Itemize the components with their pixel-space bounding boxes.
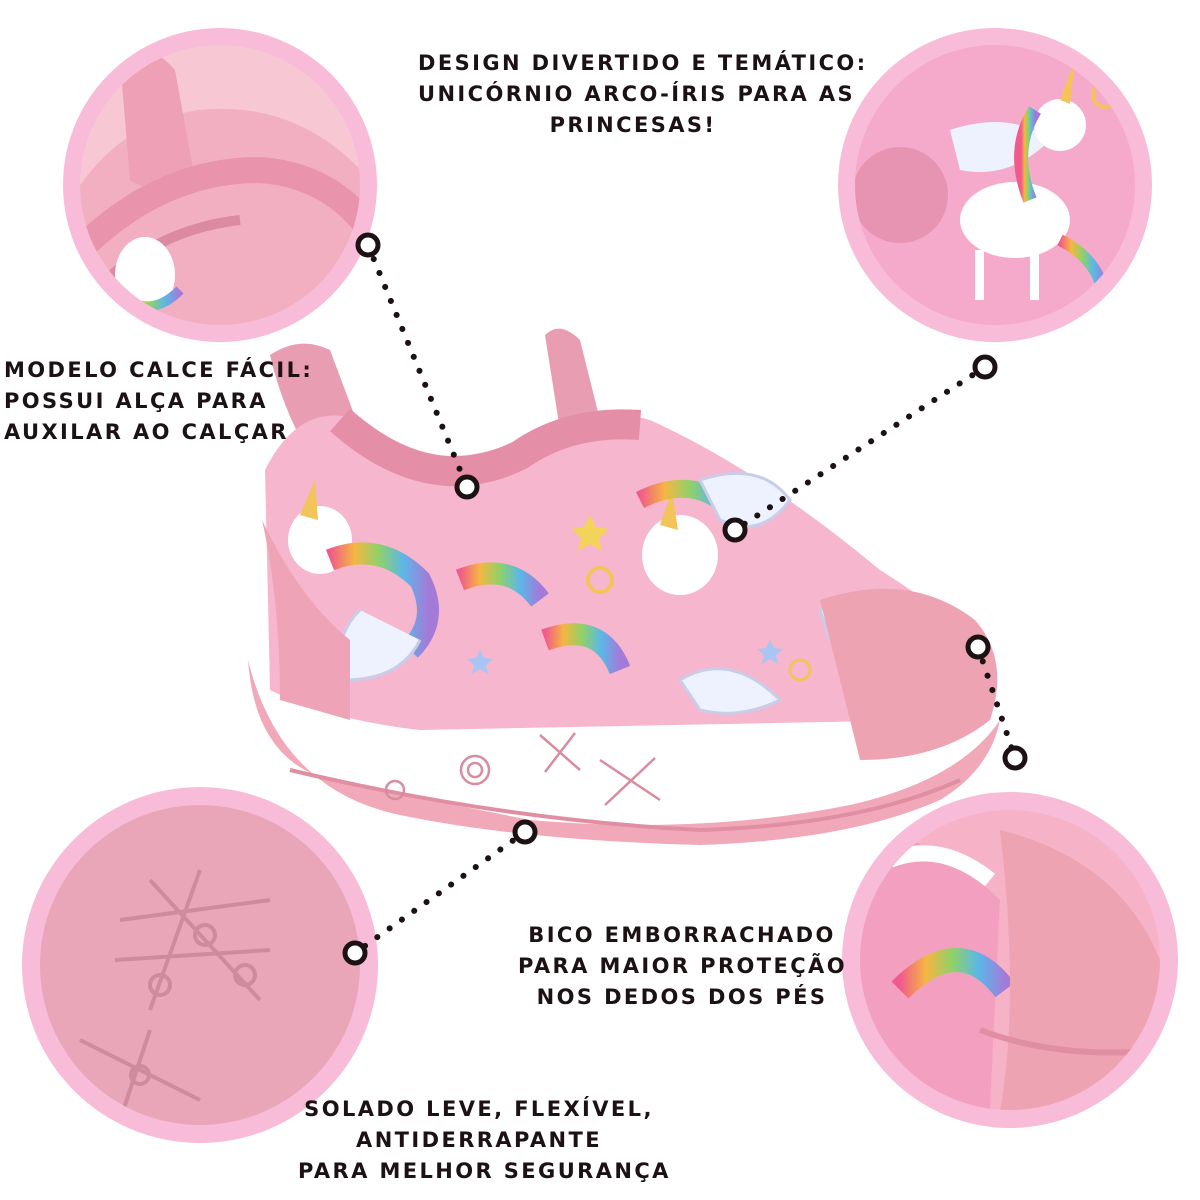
caption-sole-line: SOLADO LEVE, FLEXÍVEL, <box>304 1097 654 1121</box>
zoom-heel-strap-circle <box>63 28 377 342</box>
main-shoe-illustration <box>248 328 1000 845</box>
caption-easy-fit-line: POSSUI ALÇA PARA <box>4 389 268 413</box>
caption-rubber-toe-line: BICO EMBORRACHADO <box>528 923 836 947</box>
caption-rubber-toe-line: NOS DEDOS DOS PÉS <box>536 985 828 1009</box>
zoom-unicorn-print-circle <box>838 28 1152 342</box>
caption-sole-line: PARA MELHOR SEGURANÇA <box>298 1159 671 1183</box>
callout-line-print <box>732 364 988 533</box>
callout-markers <box>342 232 1028 966</box>
caption-easy-fit: MODELO CALCE FÁCIL: POSSUI ALÇA PARA AUX… <box>4 355 313 448</box>
callout-marker-print-shoe <box>722 517 748 543</box>
zoom-sole-circle <box>22 787 378 1143</box>
caption-easy-fit-line: MODELO CALCE FÁCIL: <box>4 358 314 382</box>
caption-rubber-toe: BICO EMBORRACHADO PARA MAIOR PROTEÇÃO NO… <box>518 920 846 1013</box>
callout-marker-sole-shoe <box>512 819 538 845</box>
caption-sole-line: ANTIDERRAPANTE <box>356 1128 602 1152</box>
zoom-toe-cap-circle <box>842 792 1178 1128</box>
callout-marker-heel-zoom <box>355 232 381 258</box>
caption-design-line: PRINCESAS! <box>549 113 717 137</box>
callout-line-heel <box>365 242 470 490</box>
caption-easy-fit-line: AUXILAR AO CALÇAR <box>4 420 289 444</box>
callout-line-sole <box>352 829 528 956</box>
caption-design: DESIGN DIVERTIDO E TEMÁTICO: UNICÓRNIO A… <box>418 48 868 141</box>
callout-line-toe <box>975 644 1018 761</box>
callout-marker-toe-shoe <box>965 634 991 660</box>
callout-marker-sole-zoom <box>342 940 368 966</box>
callout-marker-toe-zoom <box>1002 745 1028 771</box>
callout-lines <box>352 242 1018 956</box>
caption-rubber-toe-line: PARA MAIOR PROTEÇÃO <box>518 954 847 978</box>
callout-marker-heel-shoe <box>454 474 480 500</box>
caption-design-line: DESIGN DIVERTIDO E TEMÁTICO: <box>418 51 868 75</box>
caption-design-line: UNICÓRNIO ARCO-ÍRIS PARA AS <box>418 82 856 106</box>
callout-marker-print-zoom <box>972 354 998 380</box>
caption-sole: SOLADO LEVE, FLEXÍVEL, ANTIDERRAPANTE PA… <box>298 1094 671 1187</box>
